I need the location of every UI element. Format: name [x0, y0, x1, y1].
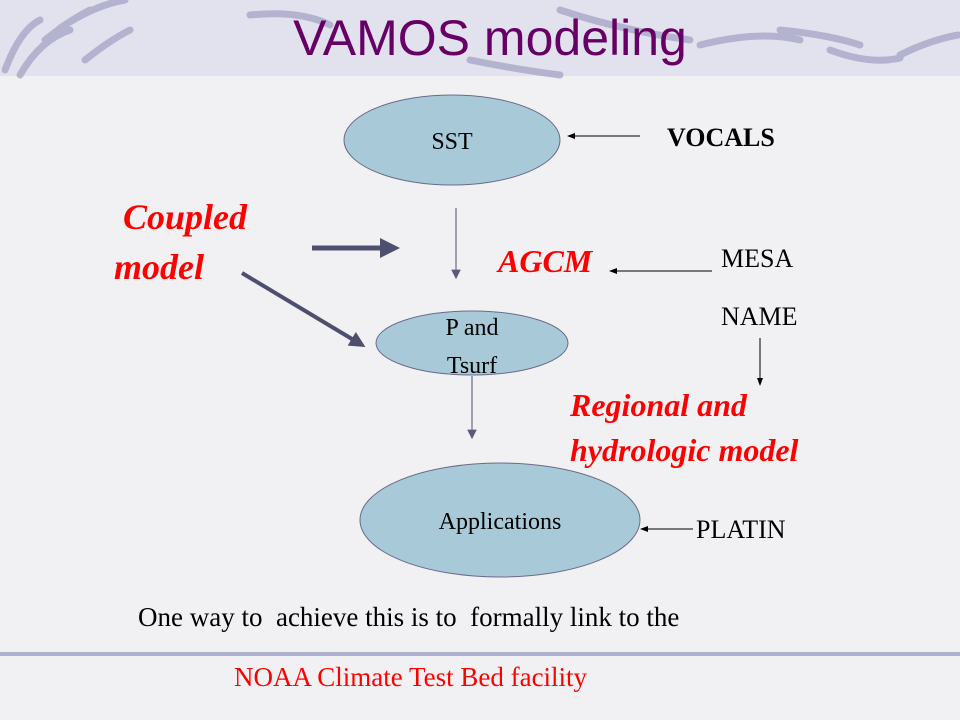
coupled-to-p-arrow: [240, 271, 366, 348]
footer-text: One way to achieve this is to formally l…: [138, 602, 679, 632]
vocals-label: VOCALS: [667, 123, 775, 152]
platin-label: PLATIN: [696, 515, 786, 544]
p-tsurf-label-2: Tsurf: [447, 353, 497, 379]
sst-label: SST: [431, 129, 473, 155]
coupled-model-label-2: model: [114, 247, 204, 287]
applications-label: Applications: [439, 509, 562, 535]
regional-model-label-1: Regional and: [569, 387, 748, 423]
agcm-label: AGCM: [496, 243, 594, 279]
p-tsurf-label-1: P and: [445, 315, 498, 341]
name-label: NAME: [721, 302, 798, 331]
mesa-label: MESA: [721, 244, 793, 273]
header-band: [0, 0, 960, 79]
coupled-model-label-1: Coupled: [123, 197, 248, 237]
regional-model-label-2: hydrologic model: [570, 432, 799, 468]
applications-node: [359, 462, 641, 578]
ctb-facility-link[interactable]: NOAA Climate Test Bed facility: [234, 662, 588, 692]
slide-title: VAMOS modeling: [293, 10, 687, 66]
sst-node: [343, 94, 561, 186]
p-tsurf-node: [375, 310, 569, 376]
